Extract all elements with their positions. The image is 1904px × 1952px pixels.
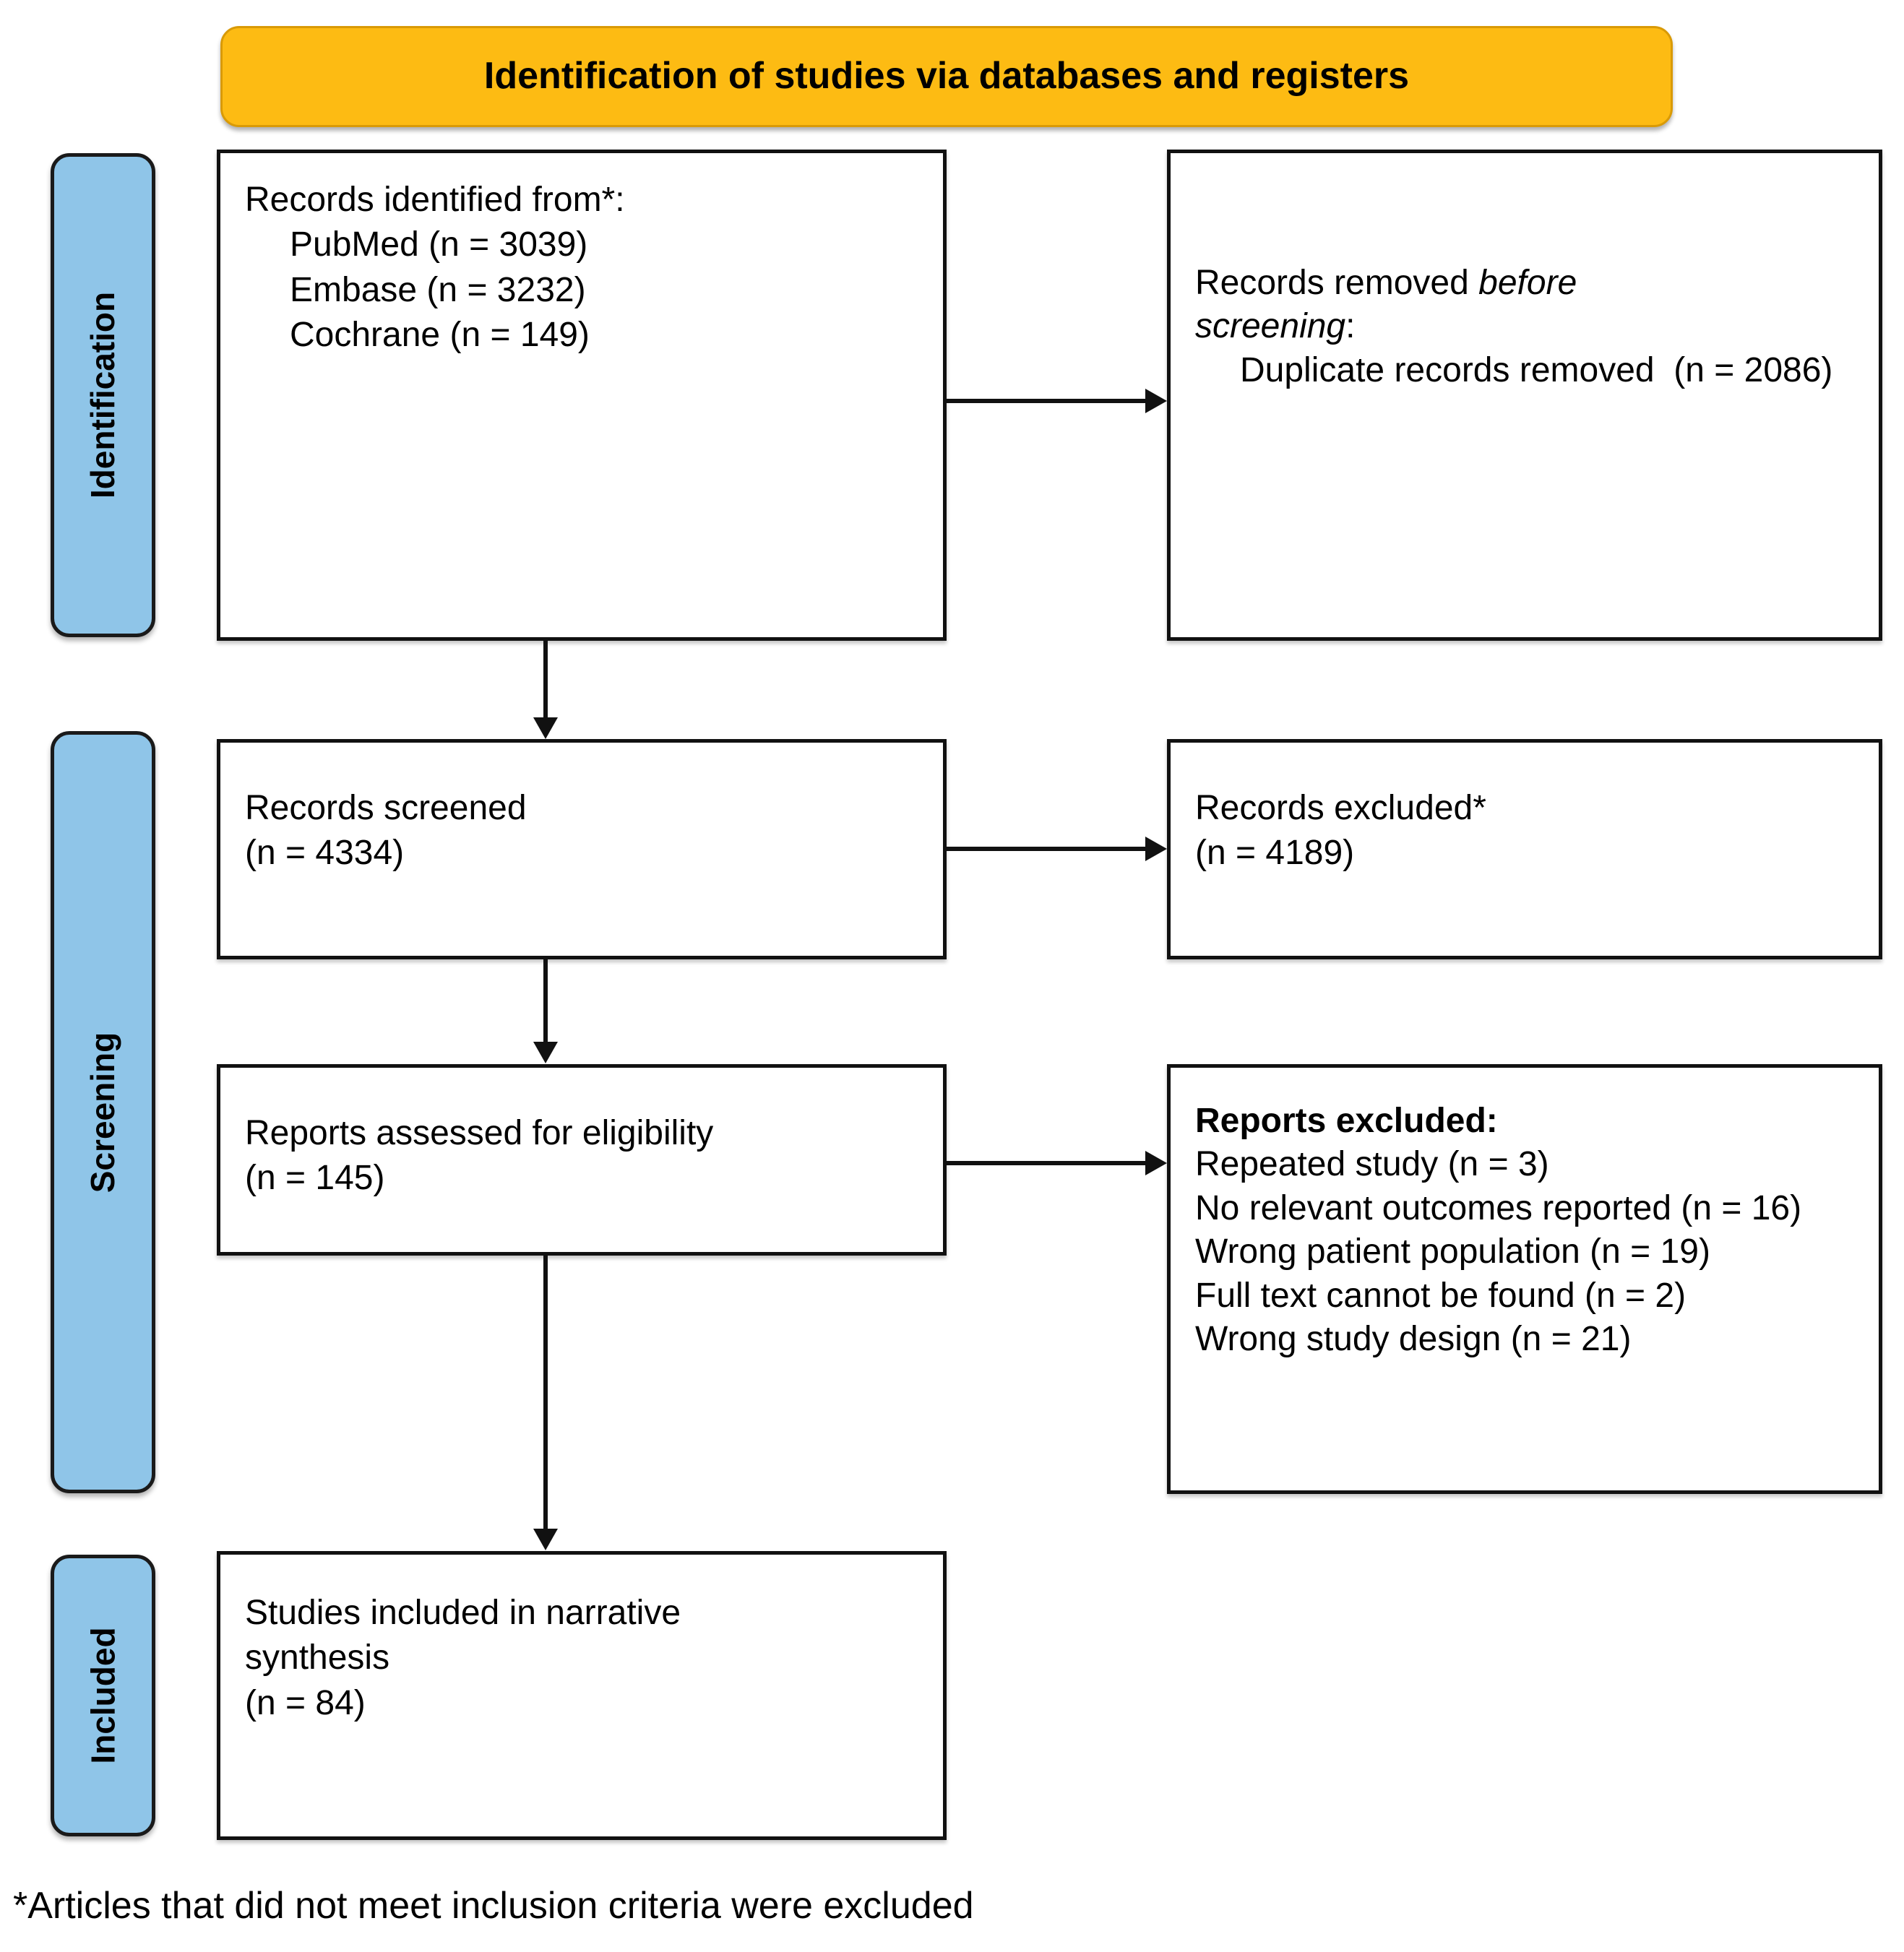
arrow-head [1145, 389, 1167, 413]
records-removed-heading-colon: : [1345, 307, 1356, 346]
arrow-assessed-to-reports-excluded [947, 1149, 1167, 1178]
arrow-shaft [543, 1256, 548, 1532]
arrow-identified-to-removed [947, 386, 1167, 415]
reports-excluded-reason-wrong-population: Wrong patient population (n = 19) [1195, 1232, 1710, 1271]
arrow-screened-to-assessed [531, 959, 560, 1064]
records-removed-heading-italic2: screening [1195, 307, 1346, 346]
arrow-head [533, 1529, 558, 1550]
records-excluded-count: (n = 4189) [1195, 834, 1355, 873]
arrow-shaft [543, 641, 548, 720]
arrow-head [533, 1042, 558, 1063]
box-studies-included: Studies included in narrative synthesis … [217, 1551, 947, 1840]
arrow-identified-to-screened [531, 641, 560, 739]
reports-assessed-label: Reports assessed for eligibility [245, 1114, 714, 1152]
records-identified-source-pubmed: PubMed (n = 3039) [290, 225, 588, 264]
records-removed-heading: Records removed before [1195, 262, 1858, 305]
banner-title: Identification of studies via databases … [483, 55, 1410, 98]
records-screened-label: Records screened [245, 789, 527, 827]
arrow-assessed-to-included [531, 1256, 560, 1552]
box-records-identified: Records identified from*: PubMed (n = 30… [217, 150, 947, 641]
stage-label-included: Included [51, 1555, 155, 1836]
stage-label-identification-text: Identification [84, 291, 122, 499]
records-excluded-label: Records excluded* [1195, 789, 1486, 827]
records-identified-heading: Records identified from*: [245, 181, 625, 219]
reports-excluded-reason-full-text-not-found: Full text cannot be found (n = 2) [1195, 1276, 1687, 1315]
records-removed-duplicates: Duplicate records removed (n = 2086) [1240, 350, 1833, 389]
reports-assessed-count: (n = 145) [245, 1159, 385, 1198]
reports-excluded-reason-no-relevant-outcomes: No relevant outcomes reported (n = 16) [1195, 1188, 1802, 1227]
studies-included-count: (n = 84) [245, 1683, 366, 1722]
footnote: *Articles that did not meet inclusion cr… [13, 1885, 974, 1927]
box-records-removed-before-screening: Records removed before screening: Duplic… [1167, 150, 1882, 641]
arrow-shaft [947, 1161, 1147, 1165]
box-records-screened: Records screened (n = 4334) [217, 739, 947, 959]
stage-label-identification: Identification [51, 153, 155, 637]
reports-excluded-reason-wrong-study-design: Wrong study design (n = 21) [1195, 1320, 1632, 1359]
records-identified-source-cochrane: Cochrane (n = 149) [290, 316, 590, 355]
records-removed-heading-plain: Records removed [1195, 264, 1479, 302]
box-records-excluded: Records excluded* (n = 4189) [1167, 739, 1882, 959]
records-screened-count: (n = 4334) [245, 834, 405, 873]
records-identified-source-embase: Embase (n = 3232) [290, 270, 586, 309]
stage-label-screening-text: Screening [84, 1032, 122, 1193]
arrow-head [1145, 1151, 1167, 1175]
banner-identification-via-databases: Identification of studies via databases … [220, 26, 1673, 127]
arrow-shaft [947, 399, 1147, 403]
reports-excluded-heading: Reports excluded: [1195, 1102, 1498, 1140]
studies-included-label-line1: Studies included in narrative [245, 1594, 681, 1632]
records-removed-heading-line2: screening: [1195, 305, 1858, 348]
arrow-screened-to-excluded [947, 834, 1167, 863]
records-removed-heading-italic: before [1478, 264, 1577, 302]
box-reports-assessed-eligibility: Reports assessed for eligibility (n = 14… [217, 1064, 947, 1256]
arrow-shaft [947, 847, 1147, 851]
box-reports-excluded: Reports excluded: Repeated study (n = 3)… [1167, 1064, 1882, 1494]
arrow-shaft [543, 959, 548, 1045]
stage-label-screening: Screening [51, 731, 155, 1493]
arrow-head [1145, 837, 1167, 861]
reports-excluded-reason-repeated-study: Repeated study (n = 3) [1195, 1145, 1549, 1184]
arrow-head [533, 717, 558, 739]
stage-label-included-text: Included [84, 1627, 122, 1764]
studies-included-label-line2: synthesis [245, 1638, 390, 1677]
